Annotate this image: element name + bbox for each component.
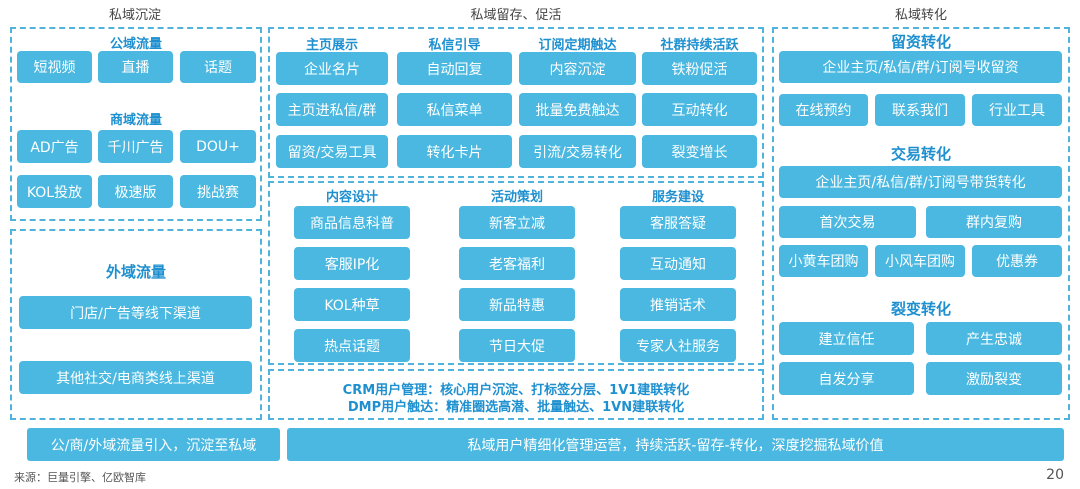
jiaoyi-item: 优惠券: [972, 245, 1062, 277]
liuzi-wide: 企业主页/私信/群/订阅号收留资: [779, 51, 1062, 83]
fuwu-item: 互动通知: [620, 247, 736, 280]
liebian-item: 激励裂变: [926, 362, 1062, 395]
shequn-item: 互动转化: [642, 93, 757, 126]
bottom-left-bar: 公/商/外域流量引入，沉淀至私域: [27, 428, 280, 461]
sixin-item: 转化卡片: [397, 135, 512, 168]
shangyu-item: KOL投放: [17, 175, 92, 208]
fuwu-item: 客服答疑: [620, 206, 736, 239]
right-column-title: 私域转化: [894, 8, 947, 23]
jiaoyi-wide: 企业主页/私信/群/订阅号带货转化: [779, 166, 1062, 198]
waiyu-title: 外域流量: [105, 263, 166, 281]
shangyu-item: AD广告: [17, 130, 92, 163]
sixin-title: 私信引导: [428, 38, 481, 53]
gongyu-title: 公域流量: [109, 37, 162, 52]
fuwu-item: 推销话术: [620, 288, 736, 321]
dingyue-item: 引流/交易转化: [519, 135, 636, 168]
liebian-item: 自发分享: [779, 362, 914, 395]
bottom-right-bar: 私域用户精细化管理运营，持续活跃-留存-转化，深度挖掘私域价值: [287, 428, 1064, 461]
page-number: 20: [1046, 467, 1064, 483]
liebian-title: 裂变转化: [890, 300, 951, 318]
liuzi-item: 在线预约: [779, 94, 868, 126]
huodong-item: 新品特惠: [459, 288, 575, 321]
zhuye-item: 留资/交易工具: [276, 135, 388, 168]
sixin-item: 自动回复: [397, 52, 512, 85]
neirong-title: 内容设计: [325, 190, 378, 205]
huodong-title: 活动策划: [490, 190, 543, 205]
dingyue-item: 批量免费触达: [519, 93, 636, 126]
neirong-item: 商品信息科普: [294, 206, 410, 239]
liebian-item: 产生忠诚: [926, 322, 1062, 355]
gongyu-item: 话题: [180, 51, 256, 83]
shequn-item: 裂变增长: [642, 135, 757, 168]
zhuye-item: 企业名片: [276, 52, 388, 85]
gongyu-item: 短视频: [17, 51, 92, 83]
zhuye-item: 主页进私信/群: [276, 93, 388, 126]
fuwu-item: 专家人社服务: [620, 329, 736, 362]
gongyu-item: 直播: [98, 51, 173, 83]
jiaoyi-item: 小风车团购: [875, 245, 965, 277]
huodong-item: 节日大促: [459, 329, 575, 362]
dingyue-title: 订阅定期触达: [538, 38, 617, 53]
shequn-title: 社群持续活跃: [660, 38, 739, 53]
huodong-item: 新客立减: [459, 206, 575, 239]
shangyu-title: 商域流量: [109, 113, 162, 128]
liuzi-item: 行业工具: [972, 94, 1062, 126]
neirong-item: 热点话题: [294, 329, 410, 362]
right-panel: [772, 27, 1070, 420]
shangyu-item: 极速版: [98, 175, 173, 208]
jiaoyi-item: 群内复购: [926, 206, 1062, 238]
crm-panel: [268, 369, 764, 420]
neirong-item: 客服IP化: [294, 247, 410, 280]
zhuye-title: 主页展示: [305, 38, 358, 53]
jiaoyi-title: 交易转化: [890, 145, 951, 163]
fuwu-title: 服务建设: [651, 190, 704, 205]
shangyu-item: 挑战赛: [180, 175, 256, 208]
left-column-title: 私域沉淀: [108, 8, 161, 23]
liebian-item: 建立信任: [779, 322, 914, 355]
huodong-item: 老客福利: [459, 247, 575, 280]
waiyu-item: 门店/广告等线下渠道: [19, 296, 252, 329]
jiaoyi-item: 小黄车团购: [779, 245, 868, 277]
liuzi-item: 联系我们: [875, 94, 965, 126]
source-note: 来源：巨量引擎、亿欧智库: [14, 471, 146, 484]
middle-top-panel: [268, 27, 764, 178]
dmp-line: DMP用户触达：精准圈选高潜、批量触达、1VN建联转化: [347, 400, 685, 415]
left-top-panel: [10, 27, 262, 221]
waiyu-item: 其他社交/电商类线上渠道: [19, 361, 252, 394]
jiaoyi-item: 首次交易: [779, 206, 916, 238]
left-bottom-panel: [10, 229, 262, 420]
shangyu-item: 千川广告: [98, 130, 173, 163]
crm-line: CRM用户管理：核心用户沉淀、打标签分层、1V1建联转化: [342, 383, 690, 398]
liuzi-title: 留资转化: [890, 33, 951, 51]
middle-mid-panel: [268, 181, 764, 365]
shequn-item: 铁粉促活: [642, 52, 757, 85]
neirong-item: KOL种草: [294, 288, 410, 321]
dingyue-item: 内容沉淀: [519, 52, 636, 85]
shangyu-item: DOU+: [180, 130, 256, 163]
middle-column-title: 私域留存、促活: [470, 8, 562, 23]
sixin-item: 私信菜单: [397, 93, 512, 126]
